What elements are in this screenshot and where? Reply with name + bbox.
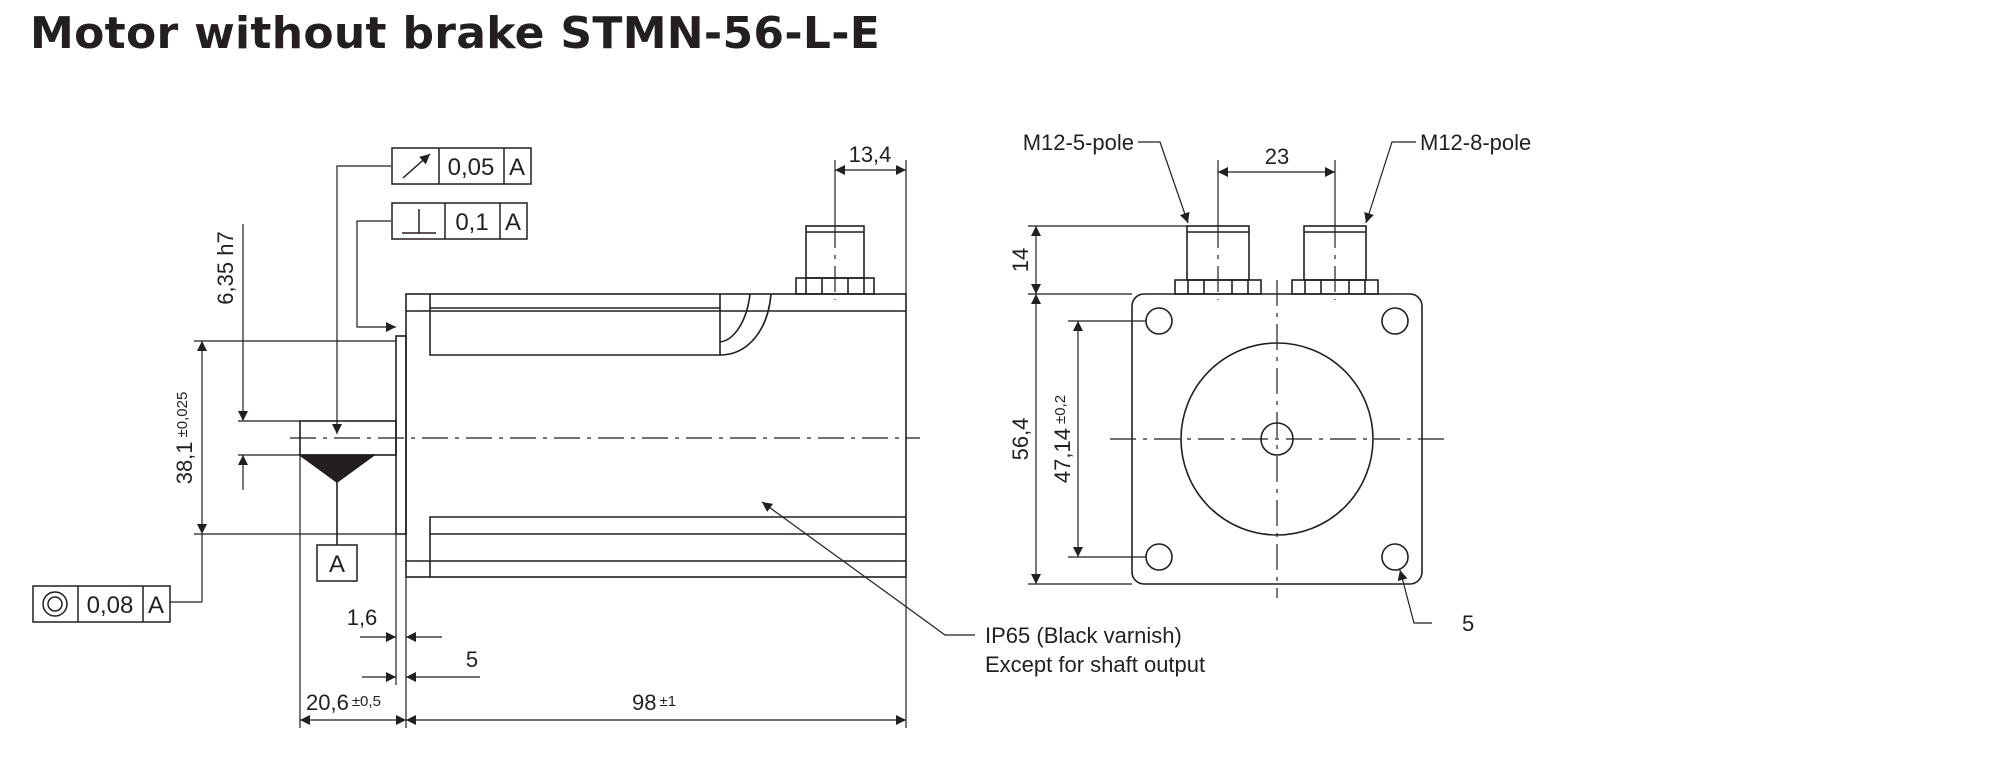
dim-body-length: 98±1	[632, 690, 676, 715]
flange-plate	[395, 335, 407, 535]
leader-hole-diameter	[1397, 569, 1432, 624]
body-groove-top	[429, 294, 721, 356]
dim-shaft-diameter: 6,35 h7	[213, 231, 238, 304]
concentricity-value: 0,08	[87, 592, 134, 619]
perpendicularity-icon	[402, 209, 436, 234]
note-leader	[761, 501, 975, 636]
runout-datum: A	[509, 154, 525, 181]
runout-value: 0,05	[448, 154, 495, 181]
dim-pilot-diameter: 38,1±0,025	[172, 392, 197, 485]
runout-arrow-icon	[402, 153, 431, 179]
concentricity-datum: A	[148, 592, 164, 619]
dim-flange-size: 56,4	[1008, 418, 1033, 461]
perpendicularity-datum: A	[505, 209, 521, 236]
page-title: Motor without brake STMN-56-L-E	[30, 8, 881, 59]
concentricity-icon	[42, 591, 68, 617]
datum-box	[316, 544, 358, 582]
label-m12-8-pole: M12-8-pole	[1420, 130, 1531, 155]
concentricity-frame	[32, 585, 171, 623]
body-groove-bottom	[429, 516, 906, 577]
note-except-shaft: Except for shaft output	[985, 652, 1205, 677]
dim-connector-height: 14	[1008, 248, 1033, 272]
dim-connector-offset: 13,4	[849, 142, 892, 167]
dim-shaft-length: 20,6±0,5	[306, 690, 381, 715]
mount-hole-tr	[1381, 307, 1409, 335]
perpendicularity-frame	[391, 202, 528, 240]
dim-connector-spacing: 23	[1265, 144, 1289, 169]
dim-pilot-depth: 5	[466, 647, 478, 672]
dim-hole-spacing: 47,14±0,2	[1050, 395, 1075, 483]
dim-flange-thickness: 1,6	[347, 605, 378, 630]
note-ip65: IP65 (Black varnish)	[985, 623, 1182, 648]
runout-frame	[391, 147, 532, 185]
mount-hole-br	[1381, 543, 1409, 571]
perpendicularity-value: 0,1	[455, 209, 488, 236]
leader-m12-5-pole	[1138, 141, 1190, 224]
mount-hole-bl	[1145, 543, 1173, 571]
mount-hole-tl	[1145, 307, 1173, 335]
datum-triangle	[297, 454, 377, 483]
dim-hole-diameter: 5	[1462, 611, 1474, 636]
side-view	[297, 225, 907, 578]
datum-label: A	[329, 551, 345, 578]
label-m12-5-pole: M12-5-pole	[1023, 130, 1134, 155]
motor-body	[405, 293, 907, 578]
leader-m12-8-pole	[1364, 141, 1416, 224]
